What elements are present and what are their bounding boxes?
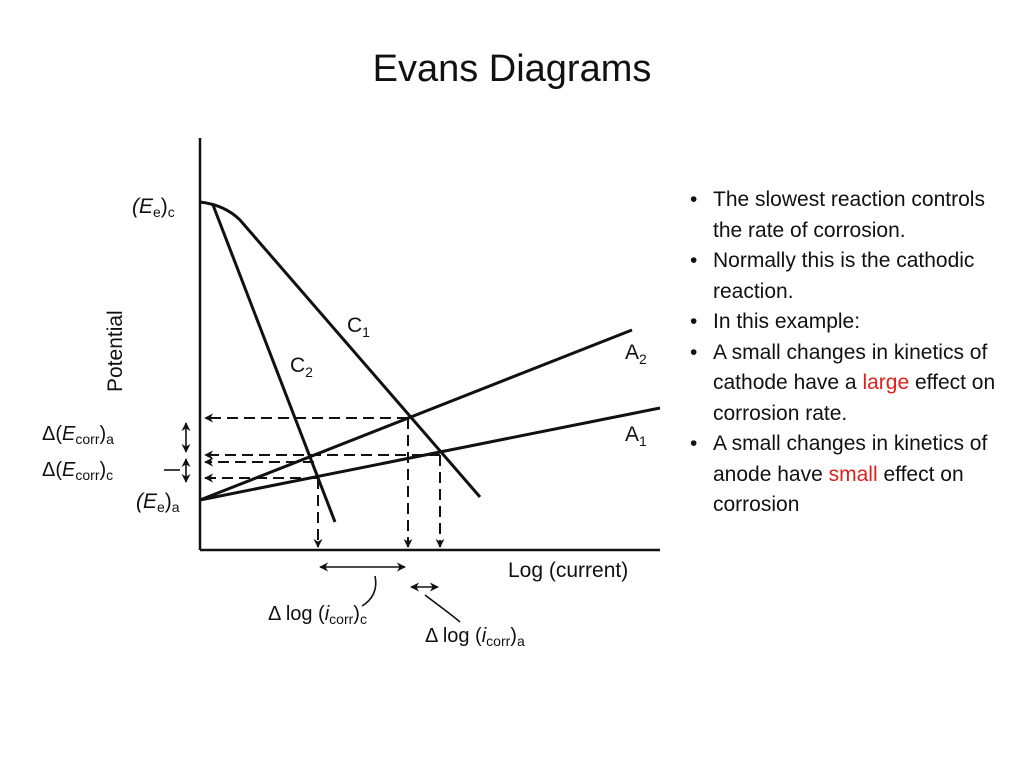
curve-a2 <box>199 328 633 502</box>
bullet-list: The slowest reaction controls the rate o… <box>688 185 1008 521</box>
curve-c1 <box>199 200 482 498</box>
label-dlog-a: Δ log (icorr)a <box>425 625 525 649</box>
label-c1: C1 <box>347 314 370 340</box>
axis-y-label: Potential <box>104 310 127 392</box>
slide-title: Evans Diagrams <box>372 48 652 90</box>
bullet-item: A small changes in kinetics of anode hav… <box>688 429 1008 521</box>
label-ee-c: (Ee)c <box>132 195 175 220</box>
label-c2: C2 <box>290 354 313 380</box>
bullet-item: A small changes in kinetics of cathode h… <box>688 338 1008 430</box>
label-dlog-c: Δ log (icorr)c <box>268 603 367 627</box>
highlight-word: small <box>828 462 878 486</box>
highlight-word: large <box>862 371 910 394</box>
dlog-c-leader <box>361 575 377 607</box>
bullet-item: In this example: <box>688 307 1008 338</box>
label-decorr-c: Δ(Ecorr)c <box>42 459 113 483</box>
dlog-a-leader <box>424 594 461 623</box>
label-a1: A1 <box>625 423 647 449</box>
label-a2: A2 <box>625 341 647 367</box>
bullet-item: The slowest reaction controls the rate o… <box>688 185 1008 246</box>
label-decorr-a: Δ(Ecorr)a <box>42 423 114 447</box>
curve-c2 <box>211 204 337 523</box>
bullet-item: Normally this is the cathodic reaction. <box>688 246 1008 307</box>
label-ee-a: (Ee)a <box>136 490 180 515</box>
axis-x-label: Log (current) <box>508 559 628 582</box>
